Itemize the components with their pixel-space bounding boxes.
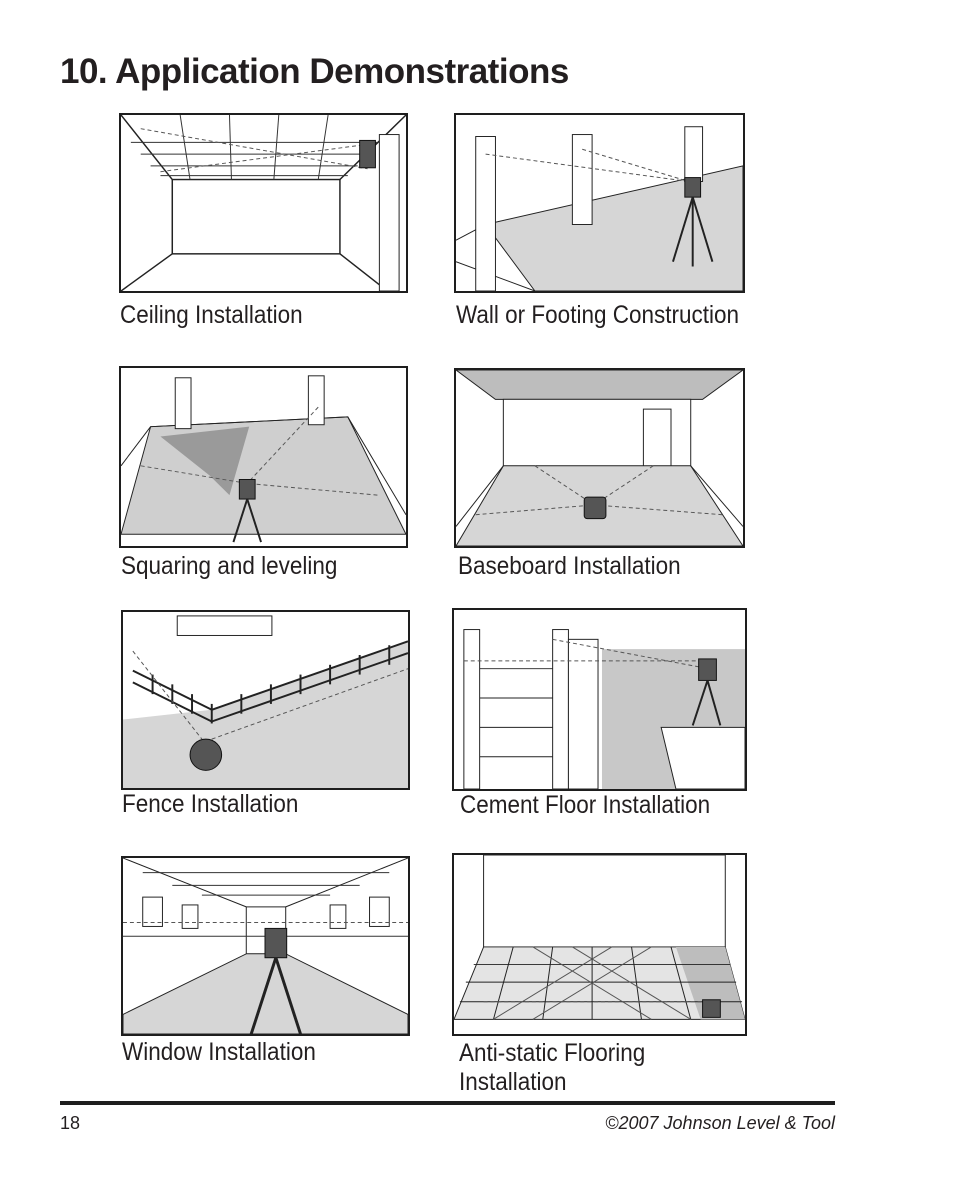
caption-anti-static-flooring: Anti-static Flooring Installation [459, 1039, 645, 1097]
squaring-leveling-illustration [119, 366, 408, 548]
window-illustration [121, 856, 410, 1036]
footer-rule [60, 1101, 835, 1105]
cement-floor-illustration [452, 608, 747, 791]
caption-wall-footing: Wall or Footing Construction [456, 301, 740, 329]
anti-static-flooring-illustration [452, 853, 747, 1036]
caption-cement-floor: Cement Floor Installation [460, 791, 711, 819]
caption-ceiling-installation: Ceiling Installation [120, 301, 303, 329]
wall-footing-illustration [454, 113, 745, 293]
caption-baseboard: Baseboard Installation [458, 552, 681, 580]
baseboard-illustration [454, 368, 745, 548]
ceiling-installation-illustration [119, 113, 408, 293]
caption-window: Window Installation [122, 1038, 316, 1066]
page-number: 18 [60, 1113, 81, 1133]
caption-fence: Fence Installation [122, 790, 299, 818]
fence-illustration [121, 610, 410, 790]
copyright-notice: ©2007 Johnson Level & Tool [605, 1113, 835, 1133]
caption-anti-static-line2: Installation [459, 1068, 567, 1096]
caption-squaring-leveling: Squaring and leveling [121, 552, 338, 580]
page-title: 10. Application Demonstrations [60, 52, 569, 91]
caption-anti-static-line1: Anti-static Flooring [459, 1039, 646, 1067]
